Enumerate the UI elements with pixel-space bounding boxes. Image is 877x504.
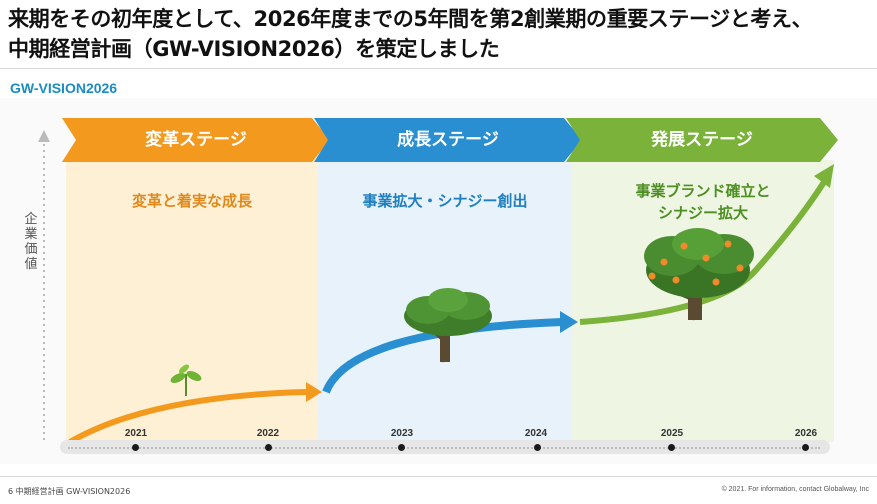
- stage-description-line: 変革と着実な成長: [131, 192, 252, 210]
- stage-description-transform: 変革と着実な成長: [66, 190, 318, 212]
- stage-title-growth: 成長ステージ: [397, 130, 499, 150]
- stage-description-line: 事業拡大・シナジー創出: [362, 192, 528, 210]
- stage-title-development: 発展ステージ: [651, 130, 753, 150]
- tree-icon: [404, 288, 492, 363]
- year-marker: [668, 444, 675, 451]
- arrow-head-development: [814, 164, 834, 188]
- fruit-tree-icon: [644, 228, 754, 321]
- year-marker: [802, 444, 809, 451]
- arrow-head-growth: [560, 311, 578, 333]
- year-marker: [132, 444, 139, 451]
- stage-description-development: 事業ブランド確立と シナジー拡大: [572, 180, 834, 224]
- headline-line-1: 来期をその初年度として、2026年度までの5年間を第2創業期の重要ステージと考え…: [8, 7, 813, 31]
- year-marker: [265, 444, 272, 451]
- growth-arrow-transform: [68, 389, 307, 445]
- year-label: 2023: [390, 428, 414, 439]
- growth-arrow-growth: [322, 318, 563, 394]
- header-divider: [0, 68, 877, 69]
- growth-arrow-development: [579, 180, 827, 325]
- year-marker: [398, 444, 405, 451]
- year-label: 2025: [660, 428, 684, 439]
- footer-divider: [0, 476, 877, 477]
- section-subtitle: GW-VISION2026: [10, 80, 118, 96]
- year-marker: [534, 444, 541, 451]
- stage-description-growth: 事業拡大・シナジー創出: [318, 190, 572, 212]
- footer-page-label: 6 中期経営計画 GW-VISION2026: [8, 487, 131, 496]
- year-label: 2021: [124, 428, 148, 439]
- stage-title-transform: 変革ステージ: [145, 130, 247, 150]
- y-axis-label: 企業価値: [24, 212, 38, 272]
- arrow-head-transform: [306, 382, 322, 402]
- headline: 来期をその初年度として、2026年度までの5年間を第2創業期の重要ステージと考え…: [8, 4, 868, 64]
- headline-line-2: 中期経営計画（GW-VISION2026）を策定しました: [8, 37, 500, 61]
- footer-copyright: © 2021. For information, contact Globalw…: [721, 486, 869, 493]
- sprout-icon: [170, 364, 202, 396]
- year-label: 2024: [524, 428, 548, 439]
- stage-banner-development: 発展ステージ: [566, 118, 838, 162]
- year-label: 2022: [256, 428, 280, 439]
- stage-banner-growth: 成長ステージ: [314, 118, 582, 162]
- year-label: 2026: [794, 428, 818, 439]
- timeline-dots: [68, 447, 820, 449]
- stage-banner-transform: 変革ステージ: [62, 118, 330, 162]
- stage-description-line: シナジー拡大: [657, 204, 748, 222]
- stage-description-line: 事業ブランド確立と: [635, 182, 771, 200]
